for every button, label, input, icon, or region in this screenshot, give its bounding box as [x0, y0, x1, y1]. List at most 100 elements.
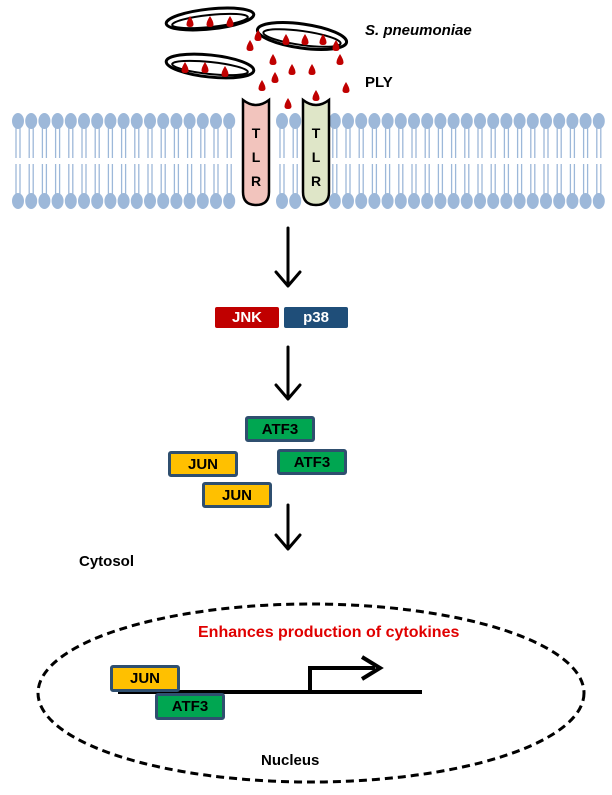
ply-toxin-drop	[186, 16, 194, 27]
nuclear-atf3-box: ATF3	[155, 693, 225, 720]
lipid-head-bottom	[540, 193, 552, 209]
ply-toxin-drop	[258, 80, 266, 91]
cytosol-label: Cytosol	[79, 553, 135, 570]
lipid-head-bottom	[289, 193, 302, 209]
p38-kinase: p38	[284, 307, 348, 328]
ply-toxin-drop	[332, 40, 340, 51]
lipid-head-bottom	[276, 193, 288, 209]
lipid-head-bottom	[38, 193, 51, 209]
ply-toxin-drop	[201, 62, 209, 73]
lipid-head-top	[579, 113, 592, 129]
tlr-receptor-2: T L R	[301, 97, 331, 207]
lipid-head-bottom	[104, 193, 117, 209]
lipid-head-bottom	[117, 193, 130, 209]
lipid-head-top	[210, 113, 222, 129]
lipid-head-bottom	[12, 193, 24, 209]
lipid-head-bottom	[25, 193, 38, 209]
bacterium-3	[164, 52, 256, 80]
lipid-head-bottom	[513, 193, 526, 209]
lipid-head-bottom	[342, 193, 354, 209]
lipid-head-top	[223, 113, 236, 129]
nuclear-jun-box: JUN	[110, 665, 180, 692]
lipid-head-bottom	[434, 193, 447, 209]
lipid-head-top	[447, 113, 460, 129]
jun-left-box: JUN	[168, 451, 238, 477]
lipid-head-top	[394, 113, 407, 129]
lipid-head-bottom	[64, 193, 77, 209]
atf3-right-box: ATF3	[277, 449, 347, 475]
lipid-head-top	[500, 113, 513, 129]
lipid-head-bottom	[144, 193, 156, 209]
tlr-2-letter-t: T	[312, 125, 321, 141]
lipid-head-top	[421, 113, 434, 129]
lipid-head-bottom	[394, 193, 407, 209]
lipid-head-top	[592, 113, 605, 129]
lipid-head-top	[117, 113, 130, 129]
transcription-arrow-head	[360, 655, 384, 681]
lipid-head-bottom	[183, 193, 196, 209]
lipid-head-bottom	[408, 193, 420, 209]
ply-toxin-drop	[336, 54, 344, 65]
lipid-head-bottom	[223, 193, 236, 209]
lipid-head-top	[434, 113, 447, 129]
lipid-head-bottom	[474, 193, 486, 209]
tlr-receptor-1: T L R	[241, 97, 271, 207]
bacteria-group	[164, 6, 349, 80]
arrow-membrane-to-kinases	[274, 226, 302, 288]
lipid-head-top	[342, 113, 354, 129]
lipid-head-top	[566, 113, 579, 129]
lipid-head-top	[553, 113, 566, 129]
lipid-head-bottom	[210, 193, 222, 209]
lipid-head-top	[540, 113, 552, 129]
tlr-2-letter-l: L	[312, 149, 321, 165]
lipid-head-top	[183, 113, 196, 129]
nucleus-label: Nucleus	[261, 752, 320, 769]
lipid-head-top	[289, 113, 302, 129]
ply-toxin-drop	[206, 16, 214, 27]
ply-toxin-drop	[319, 34, 327, 45]
lipid-head-bottom	[355, 193, 368, 209]
toxin-label: PLY	[365, 74, 393, 91]
tlr-1-letter-r: R	[251, 173, 261, 189]
tlr-1-body	[241, 97, 271, 207]
gene-dna	[118, 655, 422, 694]
lipid-head-top	[526, 113, 539, 129]
lipid-head-bottom	[526, 193, 539, 209]
ply-toxin-drop	[269, 54, 277, 65]
ply-toxin-drop	[308, 64, 316, 75]
lipid-head-bottom	[592, 193, 605, 209]
lipid-head-top	[38, 113, 51, 129]
ply-toxin-drop	[288, 64, 296, 75]
lipid-head-top	[64, 113, 77, 129]
jnk-kinase: JNK	[215, 307, 279, 328]
lipid-head-bottom	[460, 193, 473, 209]
atf3-top-box: ATF3	[245, 416, 315, 442]
lipid-head-top	[78, 113, 90, 129]
lipid-head-bottom	[487, 193, 500, 209]
lipid-head-bottom	[368, 193, 381, 209]
ply-toxin-drop	[221, 66, 229, 77]
lipid-head-top	[487, 113, 500, 129]
lipid-head-top	[408, 113, 420, 129]
lipid-head-top	[91, 113, 104, 129]
pathogen-label: S. pneumoniae	[365, 22, 472, 39]
lipid-head-bottom	[421, 193, 434, 209]
outcome-label: Enhances production of cytokines	[198, 624, 460, 641]
lipid-head-bottom	[500, 193, 513, 209]
arrow-kinases-to-factors	[274, 345, 302, 401]
lipid-head-top	[355, 113, 368, 129]
ply-toxin-drop	[312, 90, 320, 101]
lipid-head-top	[513, 113, 526, 129]
lipid-head-top	[460, 113, 473, 129]
lipid-head-top	[170, 113, 183, 129]
lipid-head-bottom	[328, 193, 341, 209]
lipid-head-bottom	[566, 193, 579, 209]
ply-toxin-group	[181, 16, 350, 109]
lipid-head-bottom	[579, 193, 592, 209]
arrow-factors-to-nucleus	[274, 503, 302, 551]
lipid-head-bottom	[91, 193, 104, 209]
lipid-head-top	[196, 113, 209, 129]
lipid-head-bottom	[447, 193, 460, 209]
jun-bottom-box: JUN	[202, 482, 272, 508]
